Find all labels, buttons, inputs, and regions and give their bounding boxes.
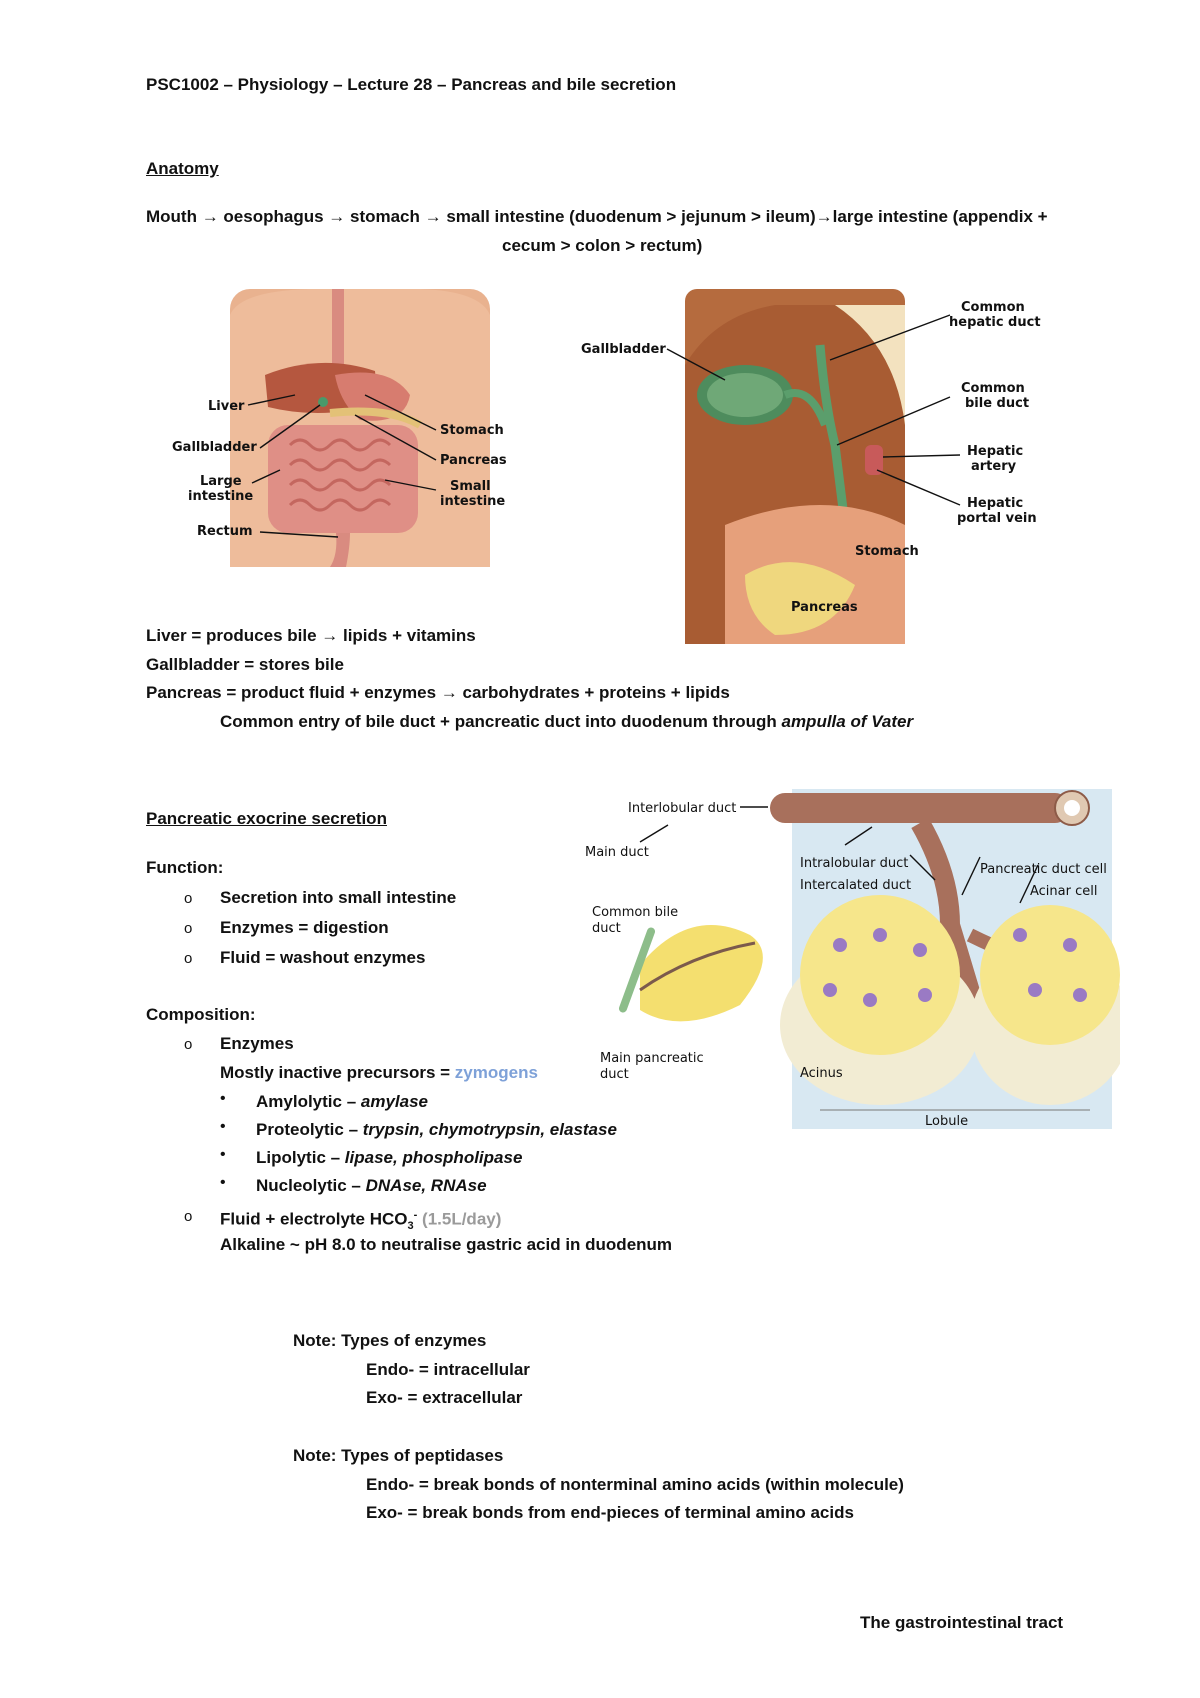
note-endo-peptidase: Endo- = break bonds of nonterminal amino… xyxy=(366,1475,904,1494)
enzyme-type-examples: DNAse, RNAse xyxy=(365,1176,487,1195)
fluid-rate: (1.5L/day) xyxy=(417,1209,502,1229)
common-entry-note: Common entry of bile duct + pancreatic d… xyxy=(220,711,913,733)
ampulla-of-vater: ampulla of Vater xyxy=(781,712,914,731)
fig1-label-large-intestine-2: intestine xyxy=(188,489,253,504)
fig3-label-intralobular-duct: Intralobular duct xyxy=(800,856,908,871)
fig2-label-portal-vein-1: Hepatic xyxy=(967,496,1023,511)
function-item: Enzymes = digestion xyxy=(220,918,389,937)
enzyme-type-examples: amylase xyxy=(360,1092,428,1111)
liver-function: Liver = produces bile → lipids + vitamin… xyxy=(146,626,476,645)
note-endo-enzyme: Endo- = intracellular xyxy=(366,1360,530,1379)
fig2-label-stomach: Stomach xyxy=(855,544,919,559)
gallbladder-function: Gallbladder = stores bile xyxy=(146,655,344,674)
bullet-dot: • xyxy=(220,1090,226,1107)
note-enzyme-types-title: Note: Types of enzymes xyxy=(293,1331,487,1350)
enzyme-type-name: Nucleolytic – xyxy=(256,1176,366,1195)
fig2-label-common-bile-1: Common xyxy=(961,381,1025,396)
enzyme-type: Amylolytic – amylase xyxy=(256,1091,428,1113)
enzymes-label: Enzymes xyxy=(220,1034,294,1053)
fluid-line: Fluid + electrolyte HCO3- (1.5L/day) xyxy=(220,1204,501,1237)
pancreatic-lobule-figure: Interlobular duct Main duct Intralobular… xyxy=(585,789,1120,1129)
note-exo-peptidase: Exo- = break bonds from end-pieces of te… xyxy=(366,1503,854,1522)
zymogens-highlight: zymogens xyxy=(454,1063,538,1082)
enzyme-type: Nucleolytic – DNAse, RNAse xyxy=(256,1175,487,1197)
function-label: Function: xyxy=(146,858,224,877)
digestive-path-line2: cecum > colon > rectum) xyxy=(502,236,703,255)
pancreas-function: Pancreas = product fluid + enzymes → car… xyxy=(146,683,730,702)
bullet-dot: • xyxy=(220,1146,226,1163)
enzyme-type-examples: lipase, phospholipase xyxy=(344,1148,523,1167)
fig1-label-gallbladder: Gallbladder xyxy=(172,440,257,455)
fig3-label-main-duct: Main duct xyxy=(585,845,649,860)
bullet-circle: o xyxy=(184,1036,193,1053)
fig3-label-acinar-cell: Acinar cell xyxy=(1030,884,1097,899)
enzyme-type-name: Amylolytic – xyxy=(256,1092,361,1111)
page-footer: The gastrointestinal tract xyxy=(860,1613,1064,1632)
exocrine-heading: Pancreatic exocrine secretion xyxy=(146,809,387,828)
fig1-label-large-intestine-1: Large xyxy=(200,474,242,489)
bullet-dot: • xyxy=(220,1118,226,1135)
fig1-label-stomach: Stomach xyxy=(440,423,504,438)
fig2-label-common-hepatic-1: Common xyxy=(961,300,1025,315)
fig1-label-small-intestine-2: intestine xyxy=(440,494,505,509)
fig3-label-lobule: Lobule xyxy=(925,1114,968,1129)
fig2-label-hepatic-artery-1: Hepatic xyxy=(967,444,1023,459)
enzyme-type-name: Lipolytic – xyxy=(256,1148,345,1167)
fig1-label-liver: Liver xyxy=(208,399,245,414)
bullet-circle: o xyxy=(184,1208,193,1225)
fig2-label-gallbladder: Gallbladder xyxy=(581,342,666,357)
enzyme-type: Lipolytic – lipase, phospholipase xyxy=(256,1147,522,1169)
fig3-label-main-pancreatic-2: duct xyxy=(600,1067,629,1082)
composition-label: Composition: xyxy=(146,1005,256,1024)
page-title: PSC1002 – Physiology – Lecture 28 – Panc… xyxy=(146,75,677,94)
bullet-circle: o xyxy=(184,920,193,937)
fluid-text: Fluid + electrolyte HCO xyxy=(220,1209,408,1229)
note-peptidase-types-title: Note: Types of peptidases xyxy=(293,1446,504,1465)
function-item: Fluid = washout enzymes xyxy=(220,948,426,967)
function-item: Secretion into small intestine xyxy=(220,888,457,907)
enzyme-type-examples: trypsin, chymotrypsin, elastase xyxy=(362,1120,617,1139)
fig2-label-portal-vein-2: portal vein xyxy=(957,511,1037,526)
fig2-label-hepatic-artery-2: artery xyxy=(971,459,1017,474)
fig3-label-interlobular-duct: Interlobular duct xyxy=(628,801,736,816)
digestive-system-figure: Liver Gallbladder Large intestine Rectum… xyxy=(172,289,507,567)
fig3-label-common-bile-1: Common bile xyxy=(592,905,678,920)
fig1-label-small-intestine-1: Small xyxy=(450,479,491,494)
common-entry-text: Common entry of bile duct + pancreatic d… xyxy=(220,712,782,731)
enzyme-type-name: Proteolytic – xyxy=(256,1120,363,1139)
fig1-label-rectum: Rectum xyxy=(197,524,253,539)
zymogens-line: Mostly inactive precursors = zymogens xyxy=(220,1062,538,1084)
fig3-label-pancreatic-duct-cell: Pancreatic duct cell xyxy=(980,862,1107,877)
fig3-label-acinus: Acinus xyxy=(800,1066,843,1081)
alkaline-note: Alkaline ~ pH 8.0 to neutralise gastric … xyxy=(220,1235,673,1254)
fig3-label-common-bile-2: duct xyxy=(592,921,621,936)
note-exo-enzyme: Exo- = extracellular xyxy=(366,1388,523,1407)
fig2-label-common-hepatic-2: hepatic duct xyxy=(949,315,1041,330)
fig2-label-common-bile-2: bile duct xyxy=(965,396,1029,411)
bullet-circle: o xyxy=(184,950,193,967)
enzyme-type: Proteolytic – trypsin, chymotrypsin, ela… xyxy=(256,1119,617,1141)
bullet-circle: o xyxy=(184,890,193,907)
anatomy-heading: Anatomy xyxy=(146,159,219,178)
fig3-label-main-pancreatic-1: Main pancreatic xyxy=(600,1051,704,1066)
fig2-label-pancreas: Pancreas xyxy=(791,600,858,615)
precursors-text: Mostly inactive precursors = xyxy=(220,1063,455,1082)
biliary-anatomy-figure: Gallbladder Common hepatic duct Common b… xyxy=(581,289,1041,644)
fluid-subscript: 3 xyxy=(407,1220,414,1233)
fluid-superscript: - xyxy=(413,1209,418,1221)
bullet-dot: • xyxy=(220,1174,226,1191)
fig1-label-pancreas: Pancreas xyxy=(440,453,507,468)
digestive-path-line1: Mouth → oesophagus → stomach → small int… xyxy=(146,207,1048,226)
fig3-label-intercalated-duct: Intercalated duct xyxy=(800,878,911,893)
